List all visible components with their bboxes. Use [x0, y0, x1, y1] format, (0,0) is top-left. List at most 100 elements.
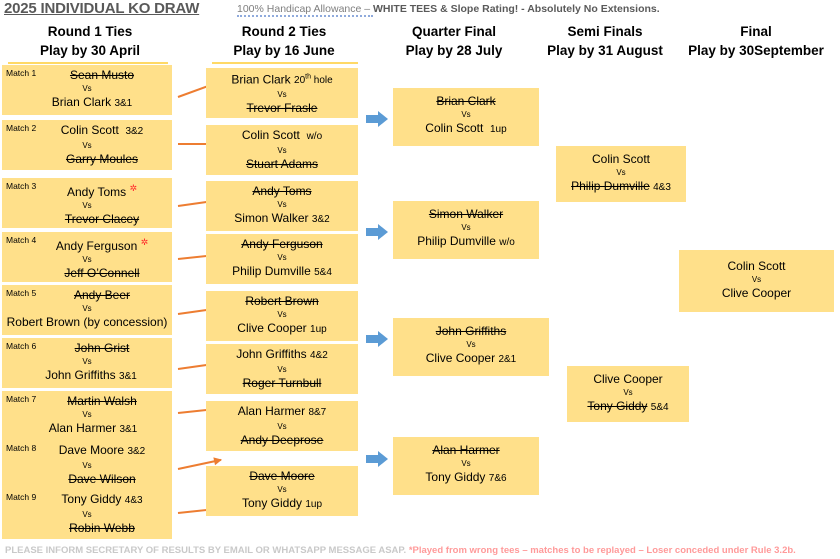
page-title: 2025 INDIVIDUAL KO DRAW: [4, 0, 200, 17]
player-top: Andy Ferguson: [55, 239, 138, 253]
player-bottom: John Griffiths: [45, 368, 116, 382]
player-top: Brian Clark: [231, 72, 291, 87]
player-bottom: Roger Turnbull: [242, 376, 322, 390]
match-box-r1-2[interactable]: Match 2 Colin Scott 3&2 Vs Garry Moules: [2, 120, 172, 170]
asterisk-icon: ✲: [129, 183, 138, 193]
match-box-r1-1[interactable]: Match 1 Sean Musto Vs Brian Clark 3&1: [2, 65, 172, 115]
vs-label: Vs: [751, 275, 762, 284]
score-bottom: 1up: [490, 124, 507, 135]
player-bottom: Jeff O’Connell: [64, 266, 140, 280]
match-box-r1-3[interactable]: Match 3 Andy Toms ✲ Vs Trevor Clacey: [2, 178, 172, 228]
vs-label: Vs: [82, 410, 92, 419]
match-box-r2-3[interactable]: Andy Toms Vs Simon Walker 3&2: [206, 181, 358, 231]
player-top: Sean Musto: [69, 68, 135, 82]
player-bottom: Simon Walker: [234, 211, 309, 225]
vs-label: Vs: [277, 253, 287, 262]
column-deadline: Play by 16 June: [233, 43, 335, 58]
page-subtitle: 100% Handicap Allowance – WHITE TEES & S…: [237, 3, 660, 17]
column-deadline: Play by 31 August: [547, 43, 663, 58]
column-name: Semi Finals: [567, 24, 643, 39]
column-header-round-1: Round 1 Ties Play by 30 April: [0, 22, 180, 60]
player-bottom: Alan Harmer: [48, 421, 117, 435]
connector-r2-qf-3: [366, 331, 388, 347]
score-bottom: 3&1: [119, 424, 138, 435]
score-bottom: 3&1: [119, 371, 137, 382]
asterisk-icon: ✲: [140, 237, 149, 247]
match-label: Match 4: [6, 235, 37, 245]
score-bottom: 7&6: [488, 473, 507, 484]
score-top: 20th hole: [294, 74, 333, 87]
player-bottom: Andy Deeprose: [240, 433, 324, 447]
vs-label: Vs: [277, 146, 287, 155]
player-top: Andy Beer: [73, 288, 131, 302]
column-name: Quarter Final: [411, 24, 497, 39]
match-label: Match 5: [6, 288, 37, 298]
score-bottom: 4&3: [653, 182, 671, 193]
player-bottom: Philip Dumville: [232, 264, 311, 278]
vs-label: Vs: [277, 422, 287, 431]
match-label: Match 8: [6, 443, 37, 453]
vs-label: Vs: [277, 365, 287, 374]
match-box-qf-3[interactable]: John Griffiths Vs Clive Cooper 2&1: [393, 318, 549, 376]
match-box-r2-8[interactable]: Dave Moore Vs Tony Giddy 1up: [206, 466, 358, 516]
match-label: Match 2: [6, 123, 37, 133]
player-top: Brian Clark: [436, 94, 496, 108]
match-box-r2-5[interactable]: Robert Brown Vs Clive Cooper 1up: [206, 291, 358, 341]
player-top: Andy Toms: [66, 185, 127, 199]
score-bottom: 1up: [310, 324, 327, 335]
match-box-r2-1[interactable]: Brian Clark 20th hole Vs Trevor Frasle: [206, 68, 358, 118]
header-rule-1: [8, 62, 168, 64]
match-box-final[interactable]: Colin Scott Vs Clive Cooper: [679, 250, 834, 312]
match-box-sf-2[interactable]: Clive Cooper Vs Tony Giddy 5&4: [567, 366, 689, 422]
match-label: Match 7: [6, 394, 37, 404]
player-bottom: Philip Dumville: [417, 234, 496, 248]
footer: PLEASE INFORM SECRETARY OF RESULTS BY EM…: [5, 545, 796, 556]
match-box-r1-4[interactable]: Match 4 Andy Ferguson ✲ Vs Jeff O’Connel…: [2, 232, 172, 282]
player-top: John Griffiths: [435, 324, 507, 338]
vs-label: Vs: [82, 357, 92, 366]
match-box-r1-9[interactable]: Match 9 Tony Giddy 4&3 Vs Robin Webb: [2, 489, 172, 539]
match-box-qf-2[interactable]: Simon Walker Vs Philip Dumville w/o: [393, 201, 539, 259]
connector-r2-qf-2: [366, 224, 388, 240]
player-bottom: Trevor Clacey: [64, 212, 140, 226]
match-box-r1-7[interactable]: Match 7 Martin Walsh Vs Alan Harmer 3&1: [2, 391, 172, 441]
match-label: Match 1: [6, 68, 37, 78]
player-bottom: Brian Clark: [51, 95, 112, 109]
score-bottom: 2&1: [498, 354, 517, 365]
score-bottom: w/o: [499, 237, 515, 248]
match-box-r2-2[interactable]: Colin Scott w/o Vs Stuart Adams: [206, 125, 358, 175]
match-box-r1-8[interactable]: Match 8 Dave Moore 3&2 Vs Dave Wilson: [2, 440, 172, 490]
match-box-r1-6[interactable]: Match 6 John Grist Vs John Griffiths 3&1: [2, 338, 172, 388]
vs-label: Vs: [461, 459, 471, 468]
player-top: John Grist: [74, 341, 130, 355]
player-top: Andy Toms: [252, 184, 312, 198]
player-top: Dave Moore: [58, 443, 125, 457]
score-top: 3&2: [127, 446, 146, 457]
match-box-r2-4[interactable]: Andy Ferguson Vs Philip Dumville 5&4: [206, 234, 358, 284]
score-bottom: 5&4: [650, 402, 669, 413]
match-box-qf-4[interactable]: Alan Harmer Vs Tony Giddy 7&6: [393, 437, 539, 495]
player-top: Colin Scott: [60, 123, 119, 137]
score-top: w/o: [306, 131, 323, 142]
score-top: 4&2: [310, 350, 328, 361]
player-bottom: Garry Moules: [65, 152, 139, 166]
match-box-r1-5[interactable]: Match 5 Andy Beer Vs Robert Brown (by co…: [2, 285, 172, 335]
player-bottom: Tony Giddy: [241, 496, 302, 510]
score-bottom: 3&2: [311, 214, 330, 225]
player-top: Simon Walker: [428, 207, 504, 221]
player-top: Martin Walsh: [67, 394, 137, 408]
column-header-quarter-final: Quarter Final Play by 28 July: [374, 22, 534, 60]
player-bottom: Robert Brown (by concession): [6, 315, 168, 329]
match-label: Match 3: [6, 181, 37, 191]
vs-label: Vs: [277, 485, 287, 494]
match-box-qf-1[interactable]: Brian Clark Vs Colin Scott 1up: [393, 88, 539, 146]
column-name: Round 1 Ties: [47, 24, 133, 39]
match-box-sf-1[interactable]: Colin Scott Vs Philip Dumville 4&3: [556, 146, 686, 202]
vs-label: Vs: [82, 461, 92, 470]
match-box-r2-7[interactable]: Alan Harmer 8&7 Vs Andy Deeprose: [206, 401, 358, 451]
match-box-r2-6[interactable]: John Griffiths 4&2 Vs Roger Turnbull: [206, 344, 358, 394]
player-bottom: Robin Webb: [69, 521, 135, 535]
column-header-round-2: Round 2 Ties Play by 16 June: [194, 22, 374, 60]
column-name: Round 2 Ties: [241, 24, 327, 39]
player-bottom: Colin Scott: [425, 121, 484, 135]
